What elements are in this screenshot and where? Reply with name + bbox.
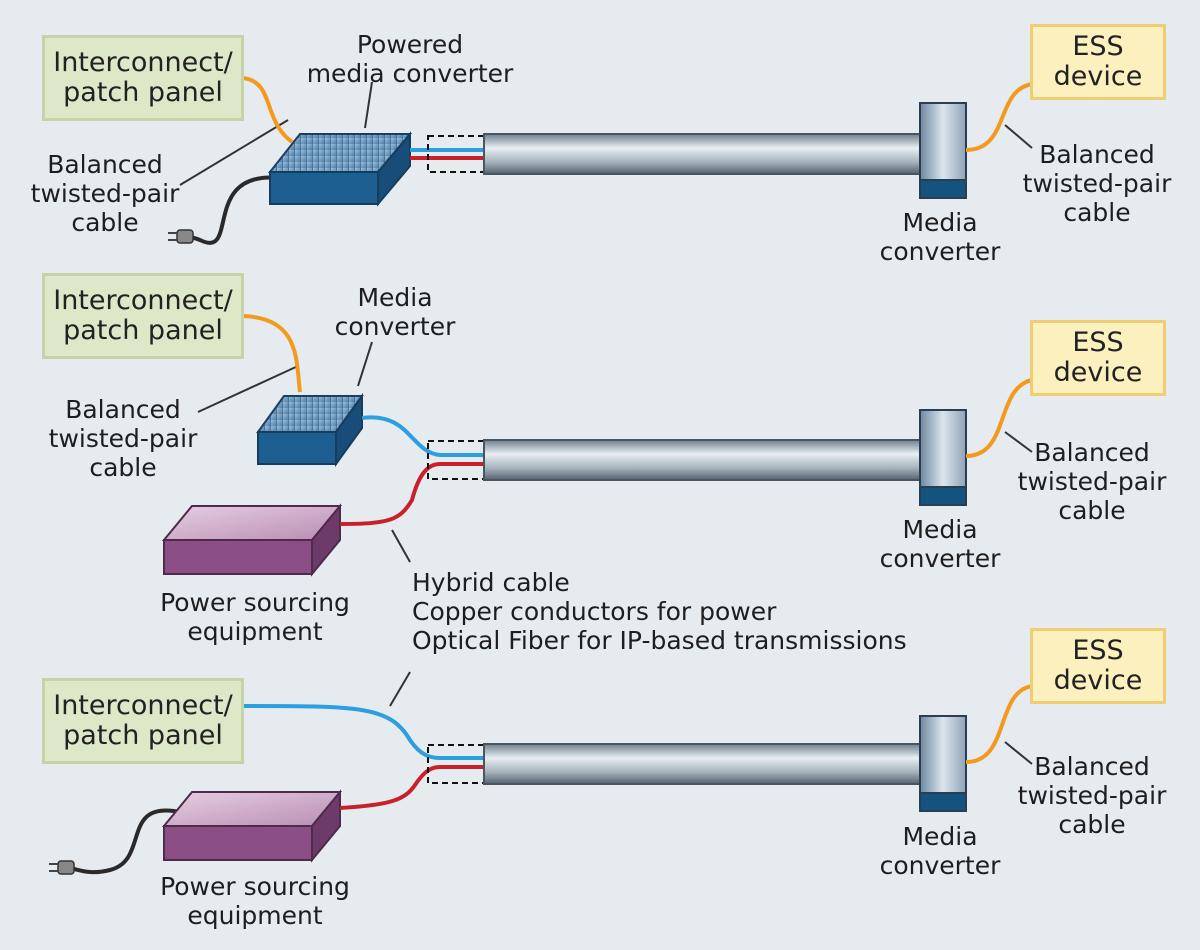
hybrid-cable — [483, 133, 925, 175]
twisted-pair-cable-label: Balanced twisted-pair cable — [48, 395, 198, 482]
leader-line — [364, 81, 373, 129]
fiber-strand — [242, 704, 484, 760]
cable-breakout-marker — [427, 135, 485, 173]
ess-twisted-pair-cable-label: Balanced twisted-pair cable — [1017, 752, 1167, 839]
power-sourcing-equipment-label: Power sourcing equipment — [160, 872, 350, 930]
cable-breakout-marker — [427, 744, 485, 784]
row-3 — [49, 671, 1033, 875]
power-cord — [69, 808, 181, 875]
twisted-pair-cable — [242, 314, 302, 393]
powered-media-converter — [267, 131, 413, 207]
ess-device: ESS device — [1030, 628, 1166, 704]
leader-line — [197, 365, 299, 413]
twisted-pair-cable — [965, 684, 1033, 764]
twisted-pair-cable — [965, 378, 1033, 458]
fiber-strand — [361, 415, 484, 457]
leader-line — [357, 341, 373, 387]
interconnect-patch-panel: Interconnect/ patch panel — [42, 678, 244, 764]
remote-media-converter-label: Media converter — [879, 515, 1001, 573]
leader-line — [391, 529, 411, 563]
power-sourcing-equipment-label: Power sourcing equipment — [160, 588, 350, 646]
hybrid-cable — [483, 743, 925, 785]
plug-icon — [49, 860, 75, 875]
row-1 — [168, 76, 1033, 245]
powered-media-converter-label: Powered media converter — [306, 30, 514, 88]
leader-line — [1004, 741, 1033, 765]
leader-line — [1004, 124, 1033, 149]
hybrid-cable — [483, 439, 925, 481]
copper-strand — [339, 765, 484, 810]
leader-line — [389, 671, 411, 707]
power-sourcing-equipment — [161, 503, 343, 577]
leader-line — [1004, 431, 1033, 453]
media-converter-label: Media converter — [334, 283, 456, 341]
twisted-pair-cable — [965, 82, 1033, 152]
copper-strand — [339, 462, 484, 526]
ess-twisted-pair-cable-label: Balanced twisted-pair cable — [1017, 438, 1167, 525]
remote-media-converter — [919, 409, 967, 506]
interconnect-patch-panel: Interconnect/ patch panel — [42, 273, 244, 359]
twisted-pair-cable-label: Balanced twisted-pair cable — [30, 150, 180, 237]
media-converter — [256, 392, 364, 468]
panel-label: Interconnect/ — [53, 47, 233, 78]
remote-media-converter — [919, 715, 967, 812]
remote-media-converter-label: Media converter — [879, 822, 1001, 880]
cable-breakout-marker — [427, 440, 485, 480]
interconnect-patch-panel: Interconnect/ patch panel — [42, 35, 244, 121]
remote-media-converter-label: Media converter — [879, 208, 1001, 266]
leader-line — [179, 119, 289, 186]
twisted-pair-cable — [242, 76, 294, 144]
remote-media-converter — [919, 102, 967, 199]
plug-icon — [168, 229, 194, 244]
hybrid-cable-note: Hybrid cable Copper conductors for power… — [412, 568, 907, 655]
panel-label: patch panel — [63, 77, 223, 108]
ess-twisted-pair-cable-label: Balanced twisted-pair cable — [1022, 140, 1172, 227]
row-2 — [161, 314, 1033, 577]
ess-device: ESS device — [1030, 320, 1166, 396]
ess-device: ESS device — [1030, 24, 1166, 100]
power-cord — [179, 175, 281, 245]
power-sourcing-equipment — [161, 789, 343, 863]
